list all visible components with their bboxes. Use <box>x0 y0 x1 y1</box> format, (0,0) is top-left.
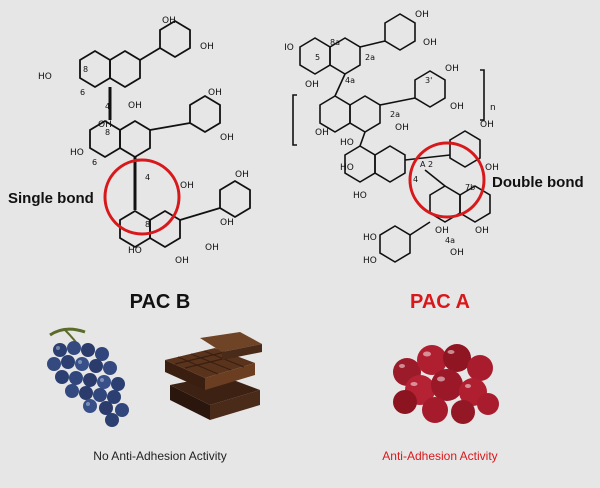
ring-number: 7b <box>465 183 475 192</box>
atom-label: HO <box>340 163 354 173</box>
double-bond-label: Double bond <box>492 174 584 191</box>
atom-label: OH <box>445 64 459 74</box>
atom-label: OH <box>450 248 464 258</box>
double-bond-highlight <box>408 141 486 219</box>
ring-number: 2a <box>390 110 400 119</box>
atom-label: OH <box>475 226 489 236</box>
atom-label: OH <box>175 256 189 266</box>
atom-label: OH <box>450 102 464 112</box>
atom-label: OH <box>98 120 112 130</box>
atom-label: OH <box>305 80 319 90</box>
atom-label: OH <box>208 88 222 98</box>
atom-label: OH <box>220 218 234 228</box>
pac-b-caption: No Anti-Adhesion Activity <box>93 449 227 463</box>
atom-label: HO <box>363 256 377 266</box>
atom-label: HO <box>285 43 294 53</box>
pac-a-title: PAC A <box>410 291 470 313</box>
atom-label: OH <box>485 163 499 173</box>
ring-number: 4 <box>145 173 150 182</box>
grapes-image <box>47 327 129 427</box>
ring-number: 6 <box>80 88 85 97</box>
ring-number: n <box>490 103 496 113</box>
ring-number: A 2 <box>420 160 433 169</box>
atom-label: OH <box>235 170 249 180</box>
ring-number: 3' <box>425 76 432 85</box>
pac-b-title: PAC B <box>129 291 191 313</box>
chocolate-image <box>165 332 262 420</box>
atom-label: OH <box>315 128 329 138</box>
atom-label: OH <box>200 42 214 52</box>
atom-label: OH <box>423 38 437 48</box>
atom-label: OH <box>162 16 176 26</box>
atom-label: OH <box>435 226 449 236</box>
ring-number: 4a <box>445 236 455 245</box>
ring-number: 4a <box>345 76 355 85</box>
ring-number: 8a <box>330 38 340 47</box>
atom-label: OH <box>128 101 142 111</box>
atom-label: OH <box>395 123 409 133</box>
ring-number: 8 <box>145 220 150 229</box>
atom-label: OH <box>220 133 234 143</box>
ring-number: 6 <box>92 158 97 167</box>
atom-label: OH <box>205 243 219 253</box>
ring-number: 8 <box>83 65 88 74</box>
atom-label: HO <box>70 148 84 158</box>
atom-label: HO <box>128 246 142 256</box>
ring-number: 4 <box>413 175 418 184</box>
ring-number: 8 <box>105 128 110 137</box>
atom-label: OH <box>415 10 429 20</box>
ring-number: 5 <box>315 53 320 62</box>
pac-a-structure: OH OH HO OH OH OH OH HO OH HO OH OH HO O… <box>285 10 499 266</box>
atom-label: OH <box>480 120 494 130</box>
single-bond-label: Single bond <box>8 190 94 207</box>
atom-label: OH <box>180 181 194 191</box>
ring-number: 2a <box>365 53 375 62</box>
pac-b-structure: OH OH HO OH OH OH HO OH OH OH HO OH OH O… <box>38 16 251 266</box>
atom-label: HO <box>353 191 367 201</box>
atom-label: HO <box>38 72 52 82</box>
pac-a-caption: Anti-Adhesion Activity <box>382 449 498 463</box>
single-bond-highlight <box>103 158 181 236</box>
ring-number: 4 <box>105 102 110 111</box>
atom-label: HO <box>363 233 377 243</box>
atom-label: HO <box>340 138 354 148</box>
cranberries-image <box>393 344 499 424</box>
